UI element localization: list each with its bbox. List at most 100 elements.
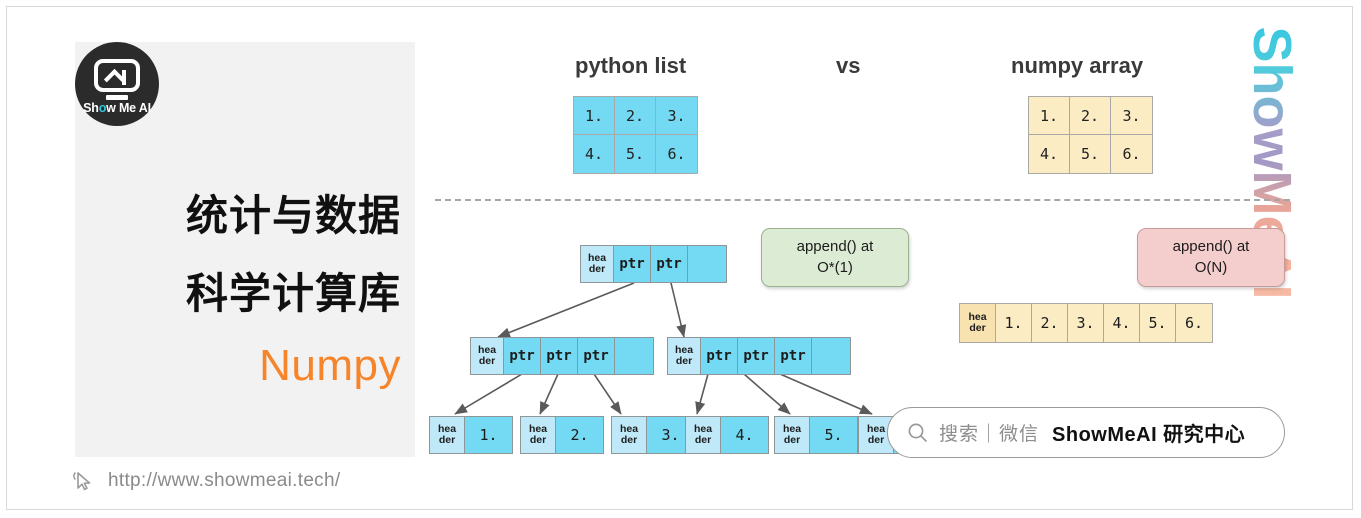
numpy-row-cell: 6. [1176,304,1212,342]
grid-cell: 1. [574,97,615,135]
node-empty-cell [812,338,850,374]
node-header-top: hea [968,311,987,324]
callout-array-line1: append() at [1172,238,1250,256]
callout-list-line2: O*(1) [817,258,853,276]
numpy-row-cell: 3. [1068,304,1104,342]
callout-list-line1: append() at [796,238,874,256]
node-header-bottom: der [969,322,986,334]
node-header-top: hea [619,423,639,436]
node-header-top: hea [477,344,497,357]
footer-url-text: http://www.showmeai.tech/ [108,470,341,491]
cursor-arrow-icon [73,472,91,491]
node-ptr-cell: ptr [651,246,688,282]
grid-cell: 6. [1111,135,1152,173]
node-header-top: hea [528,423,548,436]
node-ptr-cell: ptr [504,338,541,374]
grid-cell: 3. [656,97,697,135]
grid-cell: 5. [1070,135,1111,173]
heading-numpy-array: numpy array [1011,53,1144,78]
page-title-line1: 统计与数据 [185,192,401,239]
logo-brand-text: Show Me AI [75,101,159,115]
search-icon [908,423,927,442]
grid-cell: 4. [1029,135,1070,173]
numpy-row-cell: 2. [1032,304,1068,342]
node-header-top: hea [587,252,607,265]
node-empty-cell [688,246,726,282]
showmeai-logo: Show Me AI [75,42,159,126]
page-title-line2: 科学计算库 [185,270,401,317]
callout-array-line2: O(N) [1194,258,1228,276]
node-header-bottom: der [478,355,496,367]
heading-vs: vs [836,53,861,78]
node-header-bottom: der [675,355,693,367]
left-title-panel: ShowMeAI Show Me AI 统计与数据 科学计算库 Numpy [75,42,415,457]
logo-brand-suffix: w Me AI [106,101,151,115]
grid-cell: 1. [1029,97,1070,135]
numpy-array-grid: 1. 2. 3. 4. 5. 6. [1028,96,1153,174]
node-header-top: hea [437,423,457,436]
left-watermark-text: ShowMeAI [361,453,415,457]
numpy-row-cell: 4. [1104,304,1140,342]
node-ptr-cell: ptr [738,338,775,374]
callout-list-append: append() at O*(1) [761,228,909,287]
grid-cell: 6. [656,135,697,173]
numpy-row-cell: 5. [1140,304,1176,342]
python-list-grid: 1. 2. 3. 4. 5. 6. [573,96,698,174]
node-header-bottom: der [588,263,606,275]
node-value-cell: 4. [735,426,754,444]
search-placeholder: 搜索｜微信 [939,424,1040,445]
node-ptr-cell: ptr [614,246,651,282]
node-ptr-cell: ptr [701,338,738,374]
wechat-search-bar[interactable]: 搜索｜微信 ShowMeAI 研究中心 [887,407,1285,458]
page-subtitle: Numpy [259,341,401,390]
node-header-bottom: der [620,434,638,446]
node-header-top: hea [693,423,713,436]
node-header-top: hea [866,423,886,436]
footer-url[interactable]: http://www.showmeai.tech/ [70,468,340,494]
logo-brand-eye: o [98,101,107,115]
grid-cell: 4. [574,135,615,173]
node-header-bottom: der [694,434,712,446]
numpy-row-cell: 1. [996,304,1032,342]
node-ptr-cell: ptr [578,338,615,374]
grid-cell: 2. [1070,97,1111,135]
node-value-cell: 3. [661,426,680,444]
node-header-top: hea [674,344,694,357]
grid-cell: 5. [615,135,656,173]
section-divider [435,199,1290,201]
grid-cell: 2. [615,97,656,135]
robot-face-icon [94,59,140,92]
node-value-cell: 5. [824,426,843,444]
node-ptr-cell: ptr [541,338,578,374]
logo-brand-prefix: Sh [83,101,99,115]
node-header-bottom: der [438,434,456,446]
node-header-bottom: der [867,434,885,446]
callout-array-append: append() at O(N) [1137,228,1285,287]
node-empty-cell [615,338,653,374]
heading-python-list: python list [575,53,687,78]
node-header-top: hea [782,423,802,436]
node-value-cell: 1. [479,426,498,444]
search-brand-label: ShowMeAI 研究中心 [1052,424,1246,446]
logo-bar-icon [122,70,126,85]
node-header-bottom: der [529,434,547,446]
node-ptr-cell: ptr [775,338,812,374]
